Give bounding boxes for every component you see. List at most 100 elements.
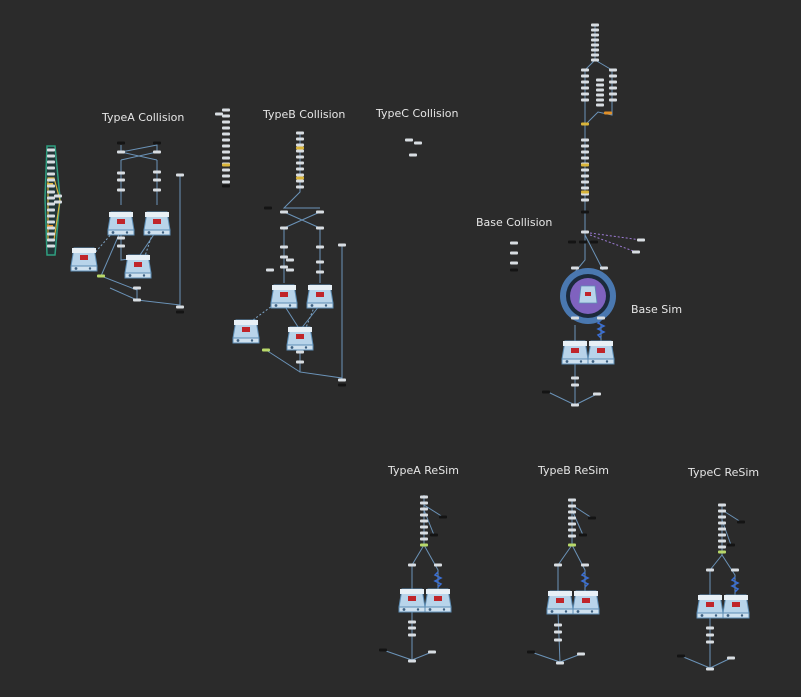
operator-node[interactable]	[47, 238, 55, 242]
operator-node[interactable]	[604, 111, 612, 115]
operator-node[interactable]	[296, 360, 304, 364]
operator-node[interactable]	[510, 241, 518, 245]
operator-node[interactable]	[222, 144, 230, 148]
operator-node[interactable]	[420, 525, 428, 529]
operator-node[interactable]	[47, 226, 55, 230]
operator-node[interactable]	[597, 316, 605, 320]
operator-node[interactable]	[408, 633, 416, 637]
operator-node[interactable]	[280, 210, 288, 214]
operator-node[interactable]	[718, 545, 726, 549]
operator-node[interactable]	[596, 83, 604, 87]
operator-node[interactable]	[581, 563, 589, 567]
operator-node[interactable]	[581, 180, 589, 184]
operator-node[interactable]	[510, 251, 518, 255]
operator-node[interactable]	[581, 74, 589, 78]
operator-node[interactable]	[280, 245, 288, 249]
operator-node[interactable]	[296, 185, 304, 189]
operator-node[interactable]	[296, 146, 304, 150]
operator-node[interactable]	[591, 28, 599, 32]
typeb-resim-label[interactable]: TypeB ReSim	[538, 464, 609, 477]
operator-node[interactable]	[593, 392, 601, 396]
operator-node[interactable]	[176, 310, 184, 314]
operator-node[interactable]	[153, 141, 161, 145]
operator-node[interactable]	[568, 240, 576, 244]
operator-node[interactable]	[409, 153, 417, 157]
typea-collision-label[interactable]: TypeA Collision	[102, 111, 185, 124]
operator-node[interactable]	[568, 498, 576, 502]
operator-node[interactable]	[316, 270, 324, 274]
operator-node[interactable]	[596, 93, 604, 97]
operator-node[interactable]	[706, 568, 714, 572]
operator-node[interactable]	[609, 98, 617, 102]
operator-node[interactable]	[54, 194, 62, 198]
operator-node[interactable]	[316, 245, 324, 249]
operator-node[interactable]	[718, 515, 726, 519]
typec-resim-label[interactable]: TypeC ReSim	[688, 466, 760, 479]
operator-node[interactable]	[222, 168, 230, 172]
operator-node[interactable]	[296, 350, 304, 354]
operator-node[interactable]	[222, 138, 230, 142]
operator-node[interactable]	[571, 266, 579, 270]
operator-node[interactable]	[222, 120, 230, 124]
operator-node[interactable]	[153, 188, 161, 192]
operator-node[interactable]	[737, 520, 745, 524]
operator-node[interactable]	[47, 172, 55, 176]
operator-node[interactable]	[153, 170, 161, 174]
small-nodes[interactable]	[47, 23, 745, 671]
typec-collision-label[interactable]: TypeC Collision	[376, 107, 459, 120]
operator-node[interactable]	[439, 515, 447, 519]
operator-node[interactable]	[554, 623, 562, 627]
operator-node[interactable]	[510, 268, 518, 272]
operator-node[interactable]	[420, 537, 428, 541]
base-sim-label[interactable]: Base Sim	[631, 303, 683, 316]
operator-node[interactable]	[47, 208, 55, 212]
operator-node[interactable]	[554, 563, 562, 567]
operator-node[interactable]	[338, 243, 346, 247]
operator-node[interactable]	[316, 260, 324, 264]
operator-node[interactable]	[731, 568, 739, 572]
operator-node[interactable]	[296, 173, 304, 177]
operator-node[interactable]	[420, 543, 428, 547]
operator-node[interactable]	[222, 114, 230, 118]
operator-node[interactable]	[215, 112, 223, 116]
operator-node[interactable]	[296, 161, 304, 165]
operator-node[interactable]	[718, 527, 726, 531]
operator-node[interactable]	[338, 378, 346, 382]
operator-node[interactable]	[568, 534, 576, 538]
operator-node[interactable]	[568, 510, 576, 514]
operator-node[interactable]	[609, 86, 617, 90]
operator-node[interactable]	[405, 138, 413, 142]
operator-node[interactable]	[222, 184, 230, 188]
operator-node[interactable]	[47, 190, 55, 194]
operator-node[interactable]	[296, 131, 304, 135]
operator-node[interactable]	[727, 543, 735, 547]
operator-node[interactable]	[316, 210, 324, 214]
operator-node[interactable]	[596, 88, 604, 92]
operator-node[interactable]	[581, 80, 589, 84]
operator-node[interactable]	[581, 86, 589, 90]
operator-node[interactable]	[222, 174, 230, 178]
operator-node[interactable]	[591, 23, 599, 27]
operator-node[interactable]	[718, 533, 726, 537]
operator-node[interactable]	[379, 648, 387, 652]
operator-node[interactable]	[588, 516, 596, 520]
operator-node[interactable]	[527, 650, 535, 654]
operator-node[interactable]	[47, 220, 55, 224]
operator-node[interactable]	[408, 659, 416, 663]
operator-node[interactable]	[408, 626, 416, 630]
operator-node[interactable]	[568, 528, 576, 532]
operator-node[interactable]	[718, 539, 726, 543]
operator-node[interactable]	[600, 266, 608, 270]
operator-node[interactable]	[579, 240, 587, 244]
operator-node[interactable]	[571, 403, 579, 407]
operator-node[interactable]	[591, 53, 599, 57]
operator-node[interactable]	[54, 200, 62, 204]
operator-node[interactable]	[609, 68, 617, 72]
operator-node[interactable]	[727, 656, 735, 660]
operator-node[interactable]	[47, 166, 55, 170]
operator-node[interactable]	[609, 74, 617, 78]
operator-node[interactable]	[97, 274, 105, 278]
operator-node[interactable]	[568, 504, 576, 508]
operator-node[interactable]	[581, 150, 589, 154]
operator-node[interactable]	[577, 652, 585, 656]
